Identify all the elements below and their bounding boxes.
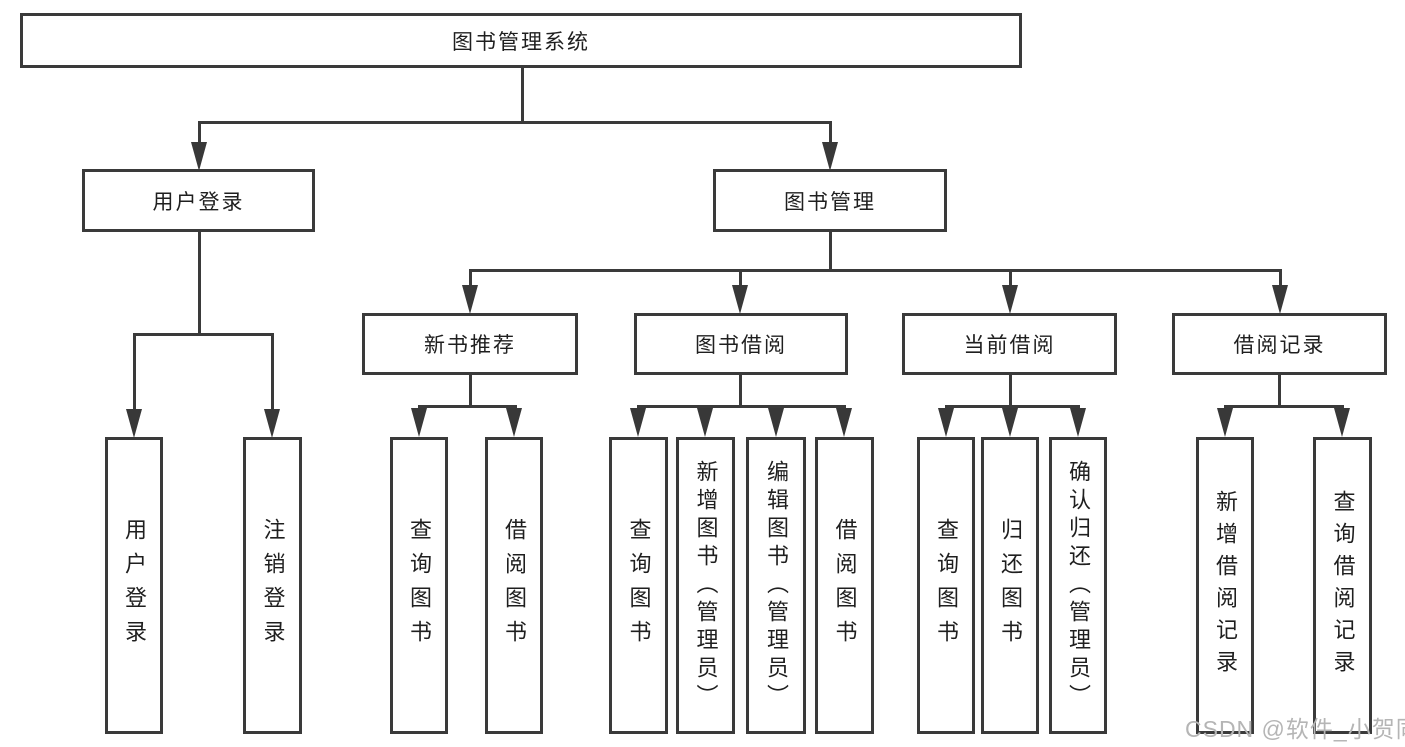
leaf-user-login: 用户登录 [105, 437, 163, 734]
connector-br-stem [1278, 375, 1281, 408]
leaf-bb-query-books-label: 查询图书 [626, 517, 652, 654]
connector-root-stem [521, 68, 524, 124]
node-current-borrow: 当前借阅 [902, 313, 1117, 375]
leaf-nbr-query-books-label: 查询图书 [407, 517, 432, 654]
arrowhead-icon [836, 408, 852, 437]
leaf-cb-return-books: 归还图书 [981, 437, 1039, 734]
csdn-watermark: CSDN @软件_小贺同学 [1185, 716, 1405, 742]
leaf-bb-borrow-books-label: 借阅图书 [832, 517, 858, 654]
node-user-login: 用户登录 [82, 169, 315, 232]
leaf-cb-query-books: 查询图书 [917, 437, 975, 734]
node-root-label: 图书管理系统 [452, 30, 590, 54]
connector-book-mgmt-stem [829, 232, 832, 272]
connector-bb-branch [637, 405, 846, 408]
arrowhead-icon [768, 408, 784, 437]
node-current-borrow-label: 当前借阅 [963, 334, 1056, 357]
node-book-borrow-label: 图书借阅 [695, 334, 787, 357]
arrowhead-icon [506, 408, 522, 437]
arrowhead-icon [630, 408, 646, 437]
arrowhead-icon [732, 285, 748, 314]
leaf-bb-add-books-admin-label: 新增图书（管理员） [693, 459, 719, 712]
leaf-nbr-borrow-books: 借阅图书 [485, 437, 543, 734]
connector-drop-user-login [198, 121, 201, 145]
node-borrow-records-label: 借阅记录 [1233, 334, 1326, 357]
arrowhead-icon [938, 408, 954, 437]
node-new-book-rec-label: 新书推荐 [424, 334, 516, 357]
connector-drop-leaf-user-login [133, 333, 136, 411]
connector-drop-book-borrow [739, 269, 742, 287]
leaf-logout-login: 注销登录 [243, 437, 302, 734]
leaf-cb-confirm-return-admin: 确认归还（管理员） [1049, 437, 1107, 734]
leaf-bb-add-books-admin: 新增图书（管理员） [676, 437, 735, 734]
leaf-bb-edit-books-admin-label: 编辑图书（管理员） [764, 459, 789, 712]
arrowhead-icon [264, 409, 280, 438]
node-user-login-label: 用户登录 [152, 190, 245, 214]
node-new-book-rec: 新书推荐 [362, 313, 578, 375]
arrowhead-icon [697, 408, 713, 437]
leaf-br-add-record-label: 新增借阅记录 [1213, 489, 1238, 682]
leaf-br-query-record-label: 查询借阅记录 [1330, 489, 1356, 682]
leaf-nbr-borrow-books-label: 借阅图书 [502, 517, 527, 654]
arrowhead-icon [1070, 408, 1086, 437]
leaf-bb-borrow-books: 借阅图书 [815, 437, 874, 734]
node-borrow-records: 借阅记录 [1172, 313, 1387, 375]
connector-user-login-branch [133, 333, 274, 336]
arrowhead-icon [462, 285, 478, 314]
leaf-bb-edit-books-admin: 编辑图书（管理员） [746, 437, 806, 734]
arrowhead-icon [1334, 408, 1350, 437]
leaf-br-query-record: 查询借阅记录 [1313, 437, 1372, 734]
arrowhead-icon [822, 142, 838, 171]
connector-book-mgmt-branch [469, 269, 1282, 272]
arrowhead-icon [1217, 408, 1233, 437]
connector-cb-stem [1009, 375, 1012, 408]
arrowhead-icon [1272, 285, 1288, 314]
node-book-mgmt: 图书管理 [713, 169, 947, 232]
connector-drop-leaf-logout [271, 333, 274, 411]
connector-drop-borrow-records [1279, 269, 1282, 287]
arrowhead-icon [191, 142, 207, 171]
connector-drop-book-mgmt [829, 121, 832, 145]
leaf-nbr-query-books: 查询图书 [390, 437, 448, 734]
leaf-bb-query-books: 查询图书 [609, 437, 668, 734]
connector-drop-current-borrow [1009, 269, 1012, 287]
connector-cb-branch [945, 405, 1080, 408]
node-book-borrow: 图书借阅 [634, 313, 848, 375]
node-root: 图书管理系统 [20, 13, 1022, 68]
arrowhead-icon [1002, 408, 1018, 437]
connector-drop-new-book-rec [469, 269, 472, 287]
arrowhead-icon [126, 409, 142, 438]
leaf-user-login-label: 用户登录 [122, 517, 147, 654]
connector-nbr-branch [418, 405, 517, 408]
connector-bb-stem [739, 375, 742, 408]
connector-root-branch [198, 121, 832, 124]
arrowhead-icon [1002, 285, 1018, 314]
node-book-mgmt-label: 图书管理 [784, 190, 876, 214]
leaf-br-add-record: 新增借阅记录 [1196, 437, 1254, 734]
connector-user-login-stem [198, 232, 201, 336]
connector-nbr-stem [469, 375, 472, 408]
connector-br-branch [1224, 405, 1344, 408]
leaf-cb-confirm-return-admin-label: 确认归还（管理员） [1066, 459, 1091, 712]
leaf-logout-login-label: 注销登录 [260, 517, 286, 654]
arrowhead-icon [411, 408, 427, 437]
leaf-cb-query-books-label: 查询图书 [934, 517, 959, 654]
leaf-cb-return-books-label: 归还图书 [998, 517, 1023, 654]
